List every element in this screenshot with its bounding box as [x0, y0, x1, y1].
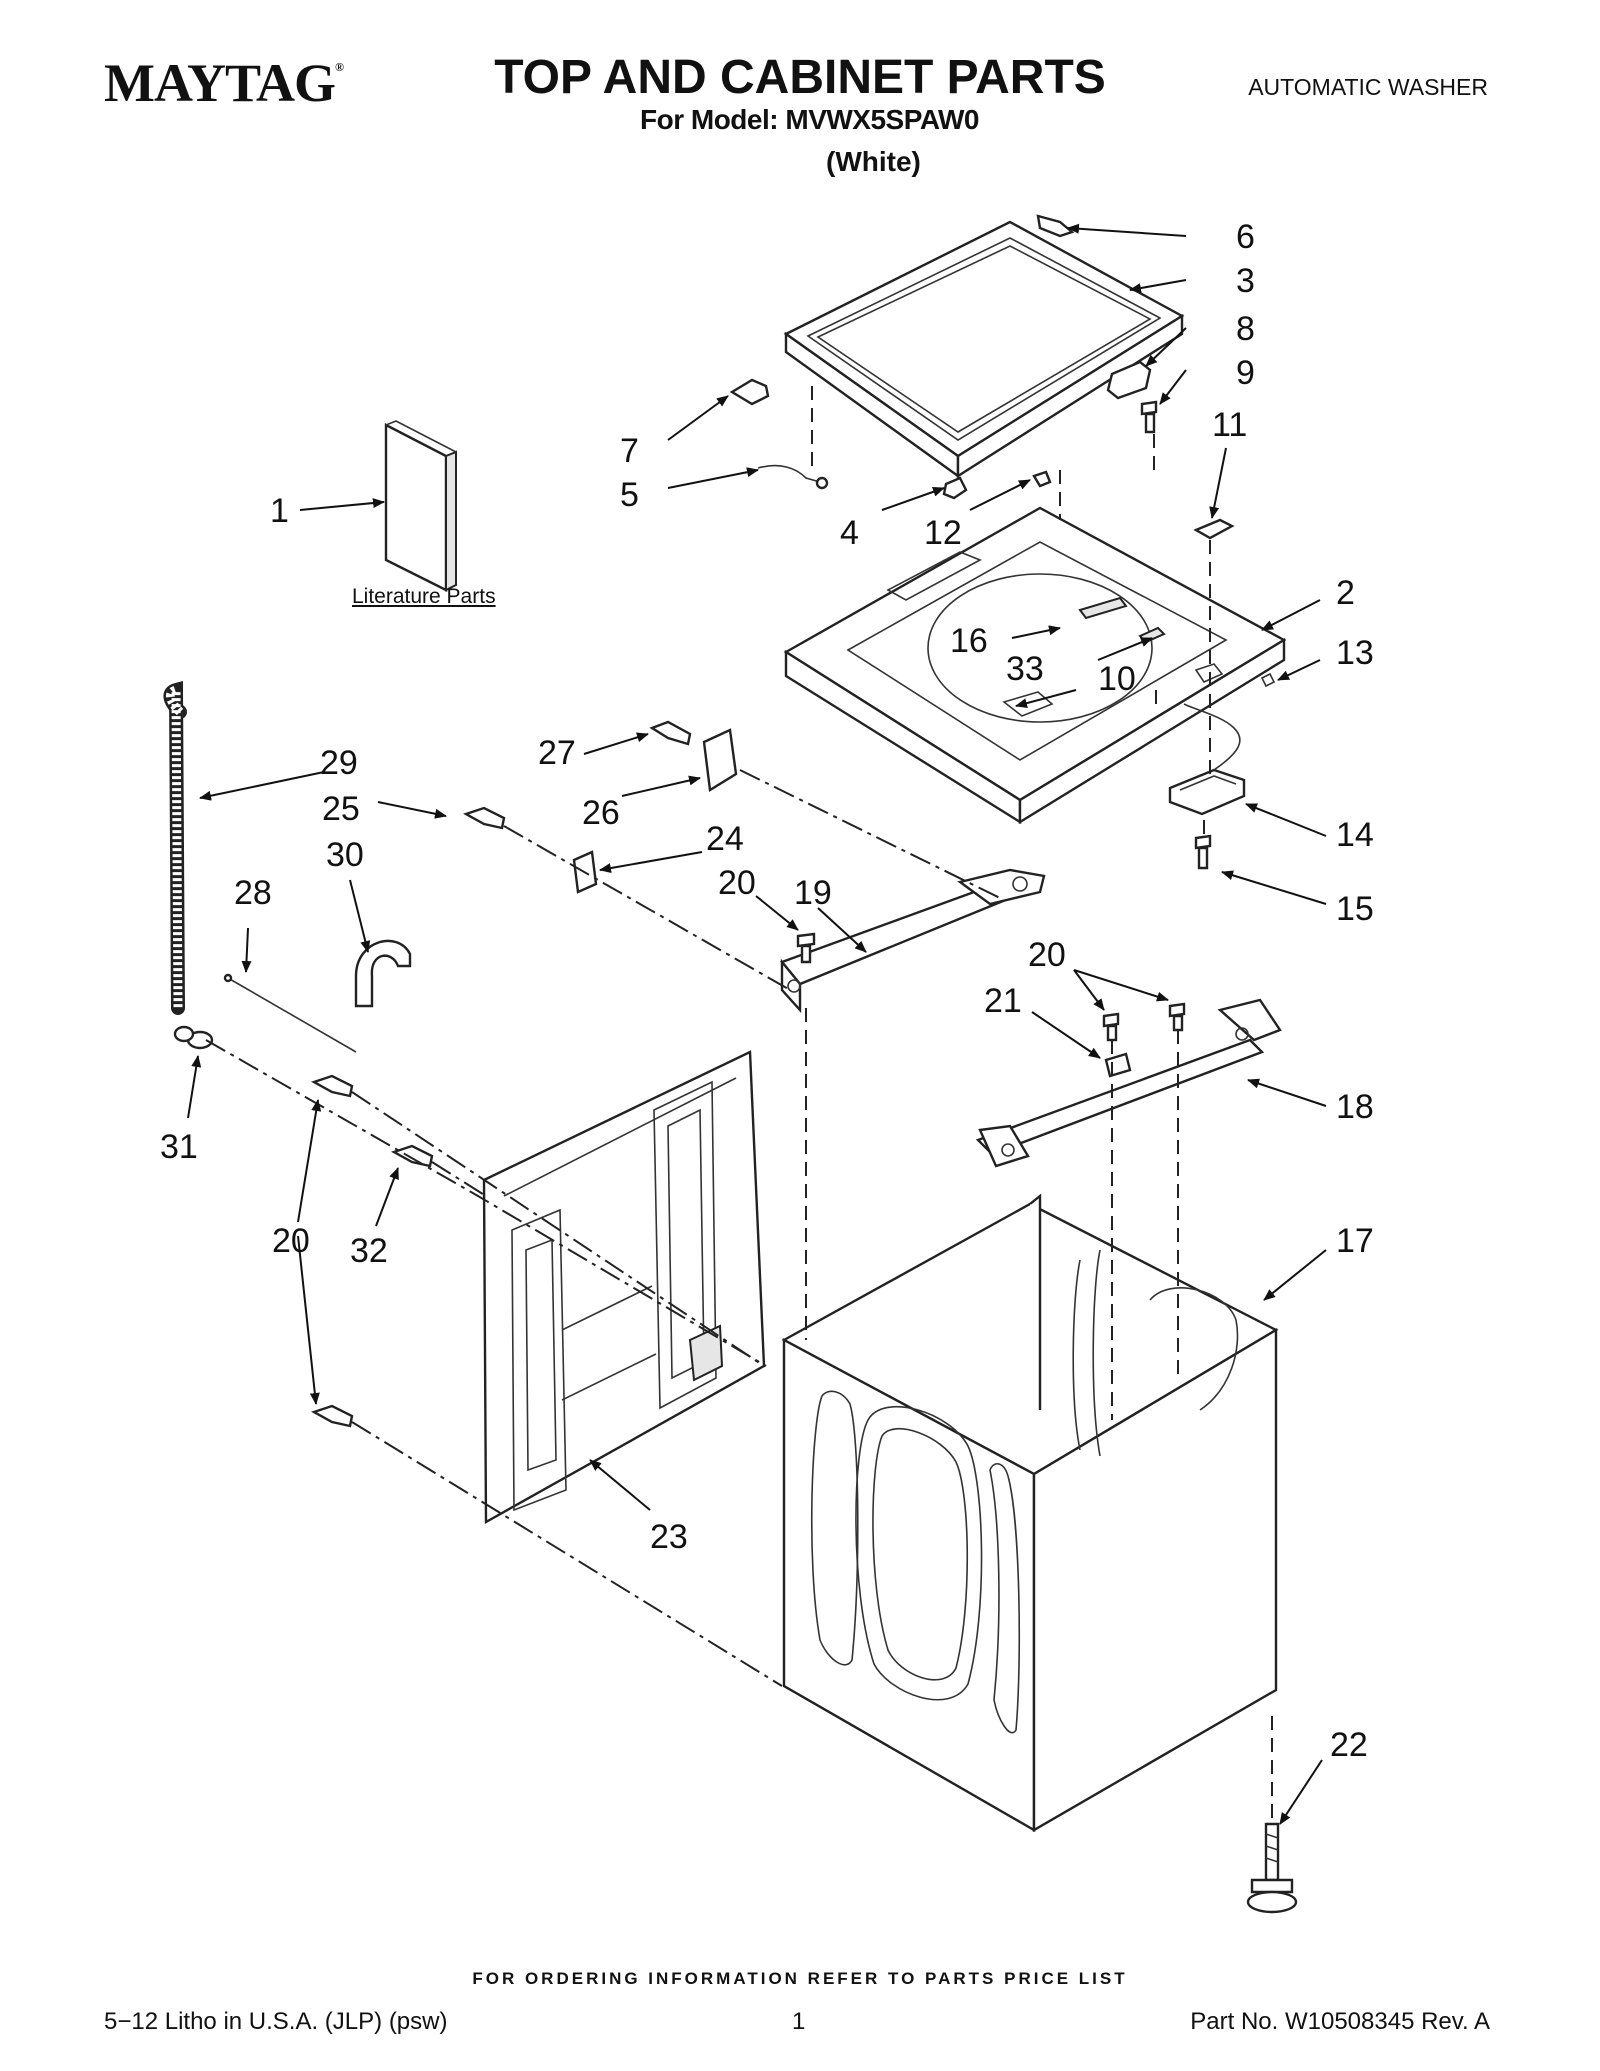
callout-28: 28 — [234, 874, 272, 912]
page-title: TOP AND CABINET PARTS — [494, 51, 1106, 104]
part-number: Part No. W10508345 Rev. A — [1190, 2008, 1490, 2035]
lid-hinge-part — [1036, 214, 1075, 238]
callout-2: 2 — [1336, 574, 1355, 612]
leveling-leg-22-part — [1246, 1822, 1298, 1914]
switch-assembly-14-part — [1168, 703, 1246, 816]
screw-32-part — [391, 1144, 434, 1168]
screw-20-rear-upper-part — [311, 1074, 354, 1098]
callout-9: 9 — [1236, 354, 1255, 392]
callout-14: 14 — [1336, 816, 1374, 854]
literature-parts-label: Literature Parts — [352, 585, 496, 608]
screw-9-part — [1140, 400, 1158, 434]
callout-6: 6 — [1236, 218, 1255, 256]
callout-11: 11 — [1212, 406, 1247, 444]
document-type: AUTOMATIC WASHER — [1248, 74, 1488, 100]
cross-brace-18-part — [975, 998, 1282, 1168]
callout-1: 1 — [270, 492, 289, 530]
switch-cover-11-part — [1193, 518, 1235, 540]
ordering-note: FOR ORDERING INFORMATION REFER TO PARTS … — [472, 1969, 1128, 1988]
top-panel-part — [783, 506, 1287, 825]
lid-part — [783, 220, 1185, 479]
literature-booklet-part — [384, 420, 457, 592]
brand-name: MAYTAG — [104, 53, 336, 113]
callout-10: 10 — [1098, 660, 1136, 698]
screw-25-part — [463, 806, 506, 830]
hinge-screw-7-part — [729, 378, 770, 406]
cabinet-17-part — [781, 1193, 1279, 1833]
callout-33: 33 — [1006, 650, 1044, 688]
assembly-lines — [205, 386, 1273, 1820]
callout-20-upper: 20 — [718, 864, 756, 902]
bumper-4-part — [942, 476, 968, 500]
callout-26: 26 — [582, 794, 620, 832]
callout-24: 24 — [706, 820, 744, 858]
callout-12: 12 — [924, 514, 962, 552]
callout-32: 32 — [350, 1232, 388, 1270]
callout-20-right: 20 — [1028, 936, 1066, 974]
callout-5: 5 — [620, 476, 639, 514]
callout-22: 22 — [1330, 1726, 1368, 1764]
callout-27: 27 — [538, 734, 576, 772]
callout-4: 4 — [840, 514, 859, 552]
callout-21: 21 — [984, 982, 1022, 1020]
callout-19: 19 — [794, 874, 832, 912]
clip-21-part — [1104, 1052, 1132, 1078]
lid-switch-wire-5-part — [757, 464, 829, 490]
screw-20-rear-lower-part — [311, 1404, 354, 1428]
registered-mark: ® — [335, 60, 344, 74]
callout-17: 17 — [1336, 1222, 1374, 1260]
brand-logo: MAYTAG® — [104, 52, 344, 114]
page-number: 1 — [792, 2008, 806, 2035]
callout-labels: 6 3 8 9 11 7 5 4 12 1 2 16 33 10 13 29 2… — [160, 218, 1374, 1764]
color-line: (White) — [826, 146, 921, 177]
callout-18: 18 — [1336, 1088, 1374, 1126]
rear-panel-23-part — [482, 1050, 766, 1525]
cable-tie-28-part — [223, 973, 357, 1053]
drain-hose-29-part — [163, 681, 187, 1015]
model-line: For Model: MVWX5SPAW0 — [640, 104, 980, 135]
callout-30: 30 — [326, 836, 364, 874]
callout-29: 29 — [320, 744, 358, 782]
callout-31: 31 — [160, 1128, 198, 1166]
hose-guide-30-part — [354, 939, 412, 1008]
clip-12-part — [1032, 470, 1052, 488]
callout-13: 13 — [1336, 634, 1374, 672]
screw-20-right-b-part — [1168, 1002, 1186, 1032]
callout-8: 8 — [1236, 310, 1255, 348]
callout-7: 7 — [620, 432, 639, 470]
callout-25: 25 — [322, 790, 360, 828]
leader-lines — [187, 223, 1327, 1825]
callout-23: 23 — [650, 1518, 688, 1556]
litho-info: 5−12 Litho in U.S.A. (JLP) (psw) — [104, 2008, 448, 2035]
callout-16: 16 — [950, 622, 988, 660]
hinge-bracket-8-part — [1106, 360, 1152, 400]
screw-20-upper-part — [796, 932, 816, 964]
callout-20-rear: 20 — [272, 1222, 310, 1260]
bracket-26-part — [702, 728, 738, 792]
callout-3: 3 — [1236, 262, 1255, 300]
hose-clamp-31-part — [173, 1025, 214, 1050]
callout-15: 15 — [1336, 890, 1374, 928]
screw-27-part — [649, 720, 692, 746]
screw-15-part — [1194, 834, 1212, 870]
cross-brace-19-part — [780, 868, 1046, 1014]
screw-20-right-a-part — [1102, 1012, 1120, 1042]
